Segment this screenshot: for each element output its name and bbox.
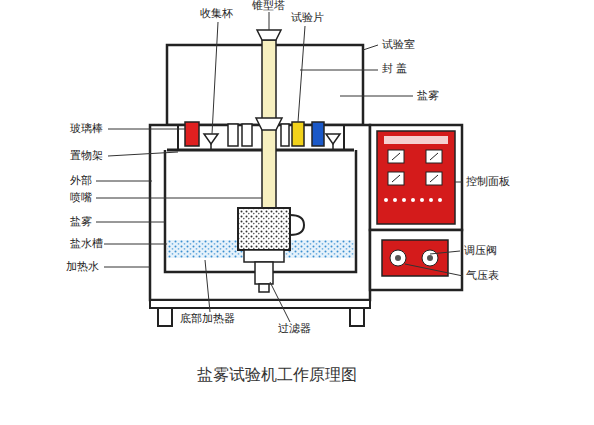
filter — [255, 262, 273, 284]
part-label: 气压表 — [466, 270, 499, 282]
part-label: 调压阀 — [464, 245, 497, 257]
caption: 盐雾试验机工作原理图 — [197, 365, 357, 386]
part-label: 锥型塔 — [252, 0, 285, 12]
leg — [158, 308, 172, 326]
shelf — [167, 149, 354, 152]
part-label: 试验室 — [382, 39, 415, 51]
part-label: 底部加热器 — [180, 313, 235, 325]
base — [150, 300, 370, 308]
part-label: 过滤器 — [278, 323, 311, 335]
specimen — [185, 122, 199, 146]
part-label: 盐雾 — [417, 90, 439, 102]
part-label: 加热水 — [66, 261, 99, 273]
part-label: 控制面板 — [466, 176, 510, 188]
part-label: 盐水槽 — [70, 238, 103, 250]
specimen — [292, 122, 304, 146]
part-label: 收集杯 — [200, 8, 233, 20]
control-panel — [377, 131, 455, 224]
collect-cup — [204, 134, 218, 144]
part-label: 喷嘴 — [70, 192, 92, 204]
part-label: 置物架 — [70, 150, 103, 162]
nozzle-reservoir — [238, 208, 290, 250]
control-cabinet — [370, 125, 462, 230]
part-label: 封 盖 — [382, 63, 408, 75]
part-label: 试验片 — [291, 12, 324, 24]
cabinet — [150, 125, 370, 300]
specimen — [312, 122, 324, 146]
leg — [350, 308, 364, 326]
part-label: 外部 — [70, 175, 92, 187]
part-label: 盐雾 — [70, 216, 92, 228]
part-label: 玻璃棒 — [70, 123, 103, 135]
collect-cup — [326, 134, 340, 144]
inner-tank — [165, 150, 356, 272]
